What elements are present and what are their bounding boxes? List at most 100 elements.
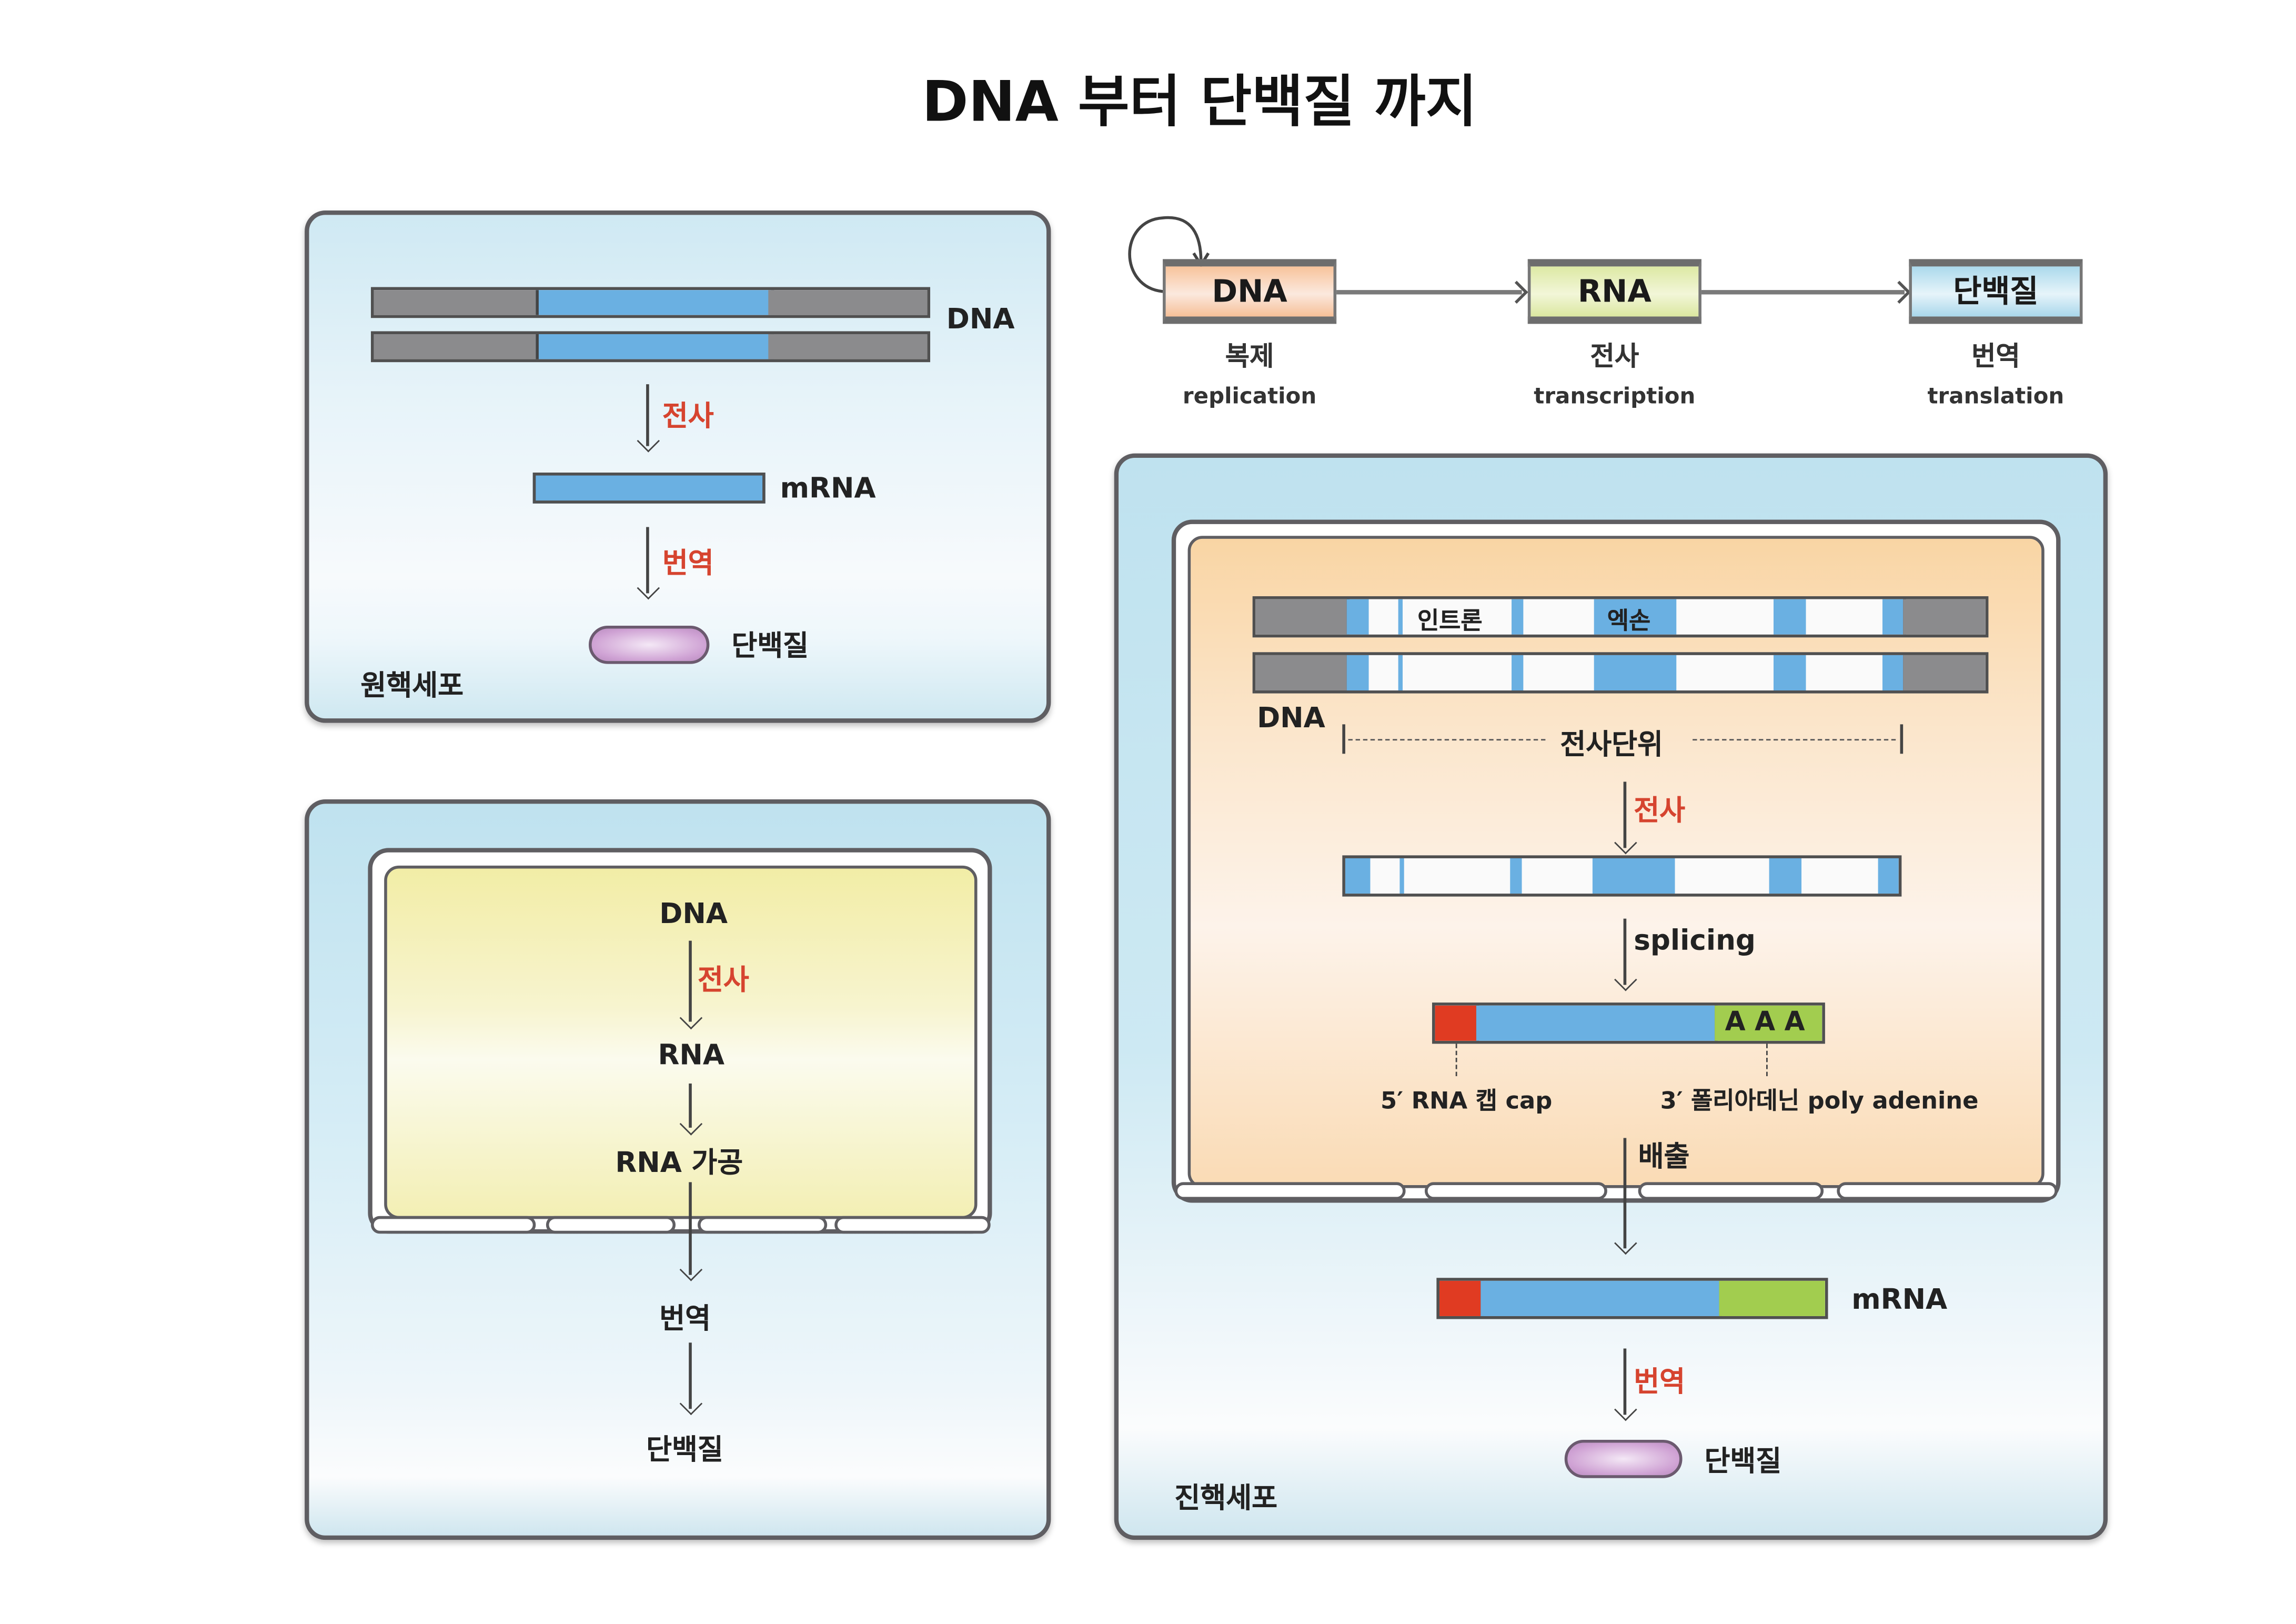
- mrna-strand: [532, 472, 766, 504]
- flow-node-dna: DNA: [1163, 259, 1337, 324]
- nuclear-pore-segment: [1837, 1182, 2058, 1200]
- flow-arrow-dna-rna: [1336, 290, 1522, 295]
- replication-korean: 복제: [1225, 342, 1274, 373]
- polyA-segment: [1715, 1005, 1822, 1041]
- translation-arrow: [646, 527, 649, 594]
- exon-segment: [1346, 655, 1369, 691]
- polyA-letters: A A A: [1725, 1007, 1805, 1038]
- export-arrow: [689, 1182, 691, 1275]
- nuclear-pore-segment: [546, 1216, 676, 1234]
- pre-mrna-strand: [1342, 855, 1902, 897]
- exon-segment: [1398, 599, 1403, 635]
- flank-segment: [1903, 599, 1986, 635]
- transcription-label: 전사: [1634, 795, 1686, 828]
- dna-strand-bottom: [370, 331, 931, 363]
- flow-node-rna: RNA: [1527, 259, 1701, 324]
- flank-segment: [1255, 599, 1350, 635]
- arrowhead-icon: [679, 1258, 703, 1281]
- arrowhead-icon: [1614, 1231, 1637, 1255]
- transcription-arrow: [646, 384, 649, 446]
- export-arrow: [1623, 1138, 1626, 1249]
- transcription-unit-line: [1348, 739, 1546, 741]
- dna-strand-top: [370, 287, 931, 318]
- intron-segment: [1403, 655, 1512, 691]
- translation-english: translation: [1927, 383, 2065, 409]
- exon-segment: [1398, 655, 1403, 691]
- processed-mrna-strand: [1432, 1003, 1825, 1044]
- gene-segment: [536, 334, 774, 359]
- coding-segment: [1476, 1005, 1718, 1041]
- protein-label: 단백질: [1704, 1446, 1782, 1478]
- step-rna-processing: RNA 가공: [615, 1147, 743, 1179]
- intron-segment: [1523, 655, 1594, 691]
- intron-label: 인트론: [1417, 606, 1483, 635]
- mrna-strand: [1436, 1278, 1828, 1319]
- exon-segment: [1878, 858, 1899, 894]
- cap-segment: [1435, 1005, 1479, 1041]
- intron-segment: [1676, 599, 1774, 635]
- flank-segment: [1903, 655, 1986, 691]
- transcription-label: 전사: [662, 400, 714, 433]
- protein-shape: [589, 625, 710, 664]
- transcription-korean: 전사: [1590, 342, 1639, 373]
- intron-segment: [1675, 858, 1769, 894]
- transcription-unit-start-tick: [1342, 724, 1345, 754]
- dna-label: DNA: [946, 303, 1015, 336]
- nuclear-pore-segment: [1638, 1182, 1824, 1200]
- arrowhead-icon: [1888, 280, 1911, 304]
- intron-segment: [1523, 599, 1594, 635]
- transcription-label: 전사: [698, 964, 749, 997]
- step-protein: 단백질: [646, 1433, 723, 1467]
- eukaryote-cell-panel: 인트론 엑손 DNA 전사단위 전사: [1114, 453, 2108, 1540]
- prokaryote-cell-label: 원핵세포: [360, 669, 464, 703]
- eukaryote-simple-panel: DNA 전사 RNA RNA 가공 번역 단백질: [305, 799, 1051, 1540]
- mrna-label: mRNA: [1851, 1284, 1948, 1316]
- transcription-english: transcription: [1534, 383, 1696, 409]
- exon-segment: [1592, 858, 1675, 894]
- intron-segment: [1801, 858, 1878, 894]
- exon-label: 엑손: [1607, 606, 1651, 635]
- arrowhead-icon: [679, 1392, 703, 1416]
- nuclear-pore-segment: [370, 1216, 536, 1234]
- flank-segment: [768, 290, 928, 315]
- translation-korean: 번역: [1971, 342, 2020, 373]
- exon-segment: [1346, 599, 1369, 635]
- exon-segment: [1594, 599, 1677, 635]
- step-translation: 번역: [659, 1302, 711, 1336]
- flank-segment: [768, 334, 928, 359]
- splicing-label: splicing: [1634, 924, 1756, 957]
- exon-segment: [1512, 599, 1524, 635]
- nuclear-pore-segment: [834, 1216, 991, 1234]
- arrowhead-icon: [637, 576, 660, 600]
- polyA-segment: [1719, 1280, 1825, 1316]
- eukaryote-cell-label: 진핵세포: [1174, 1482, 1278, 1515]
- intron-segment: [1404, 858, 1510, 894]
- dna-strand-top: [1252, 596, 1989, 638]
- step-rna: RNA: [658, 1039, 725, 1072]
- coding-segment: [1481, 1280, 1723, 1316]
- exon-segment: [1399, 858, 1404, 894]
- exon-segment: [1512, 655, 1524, 691]
- translation-arrow: [689, 1342, 691, 1409]
- protein-shape: [1564, 1439, 1683, 1478]
- exon-segment: [1594, 655, 1677, 691]
- dna-strand-bottom: [1252, 652, 1989, 694]
- intron-segment: [1806, 655, 1883, 691]
- nuclear-pore-segment: [698, 1216, 828, 1234]
- intron-segment: [1806, 599, 1883, 635]
- nuclear-pore-segment: [1174, 1182, 1406, 1200]
- cap-pointer-line: [1455, 1044, 1457, 1076]
- exon-segment: [1773, 599, 1806, 635]
- intron-segment: [1368, 599, 1398, 635]
- page-title: DNA 부터 단백질 까지: [922, 69, 1477, 134]
- exon-segment: [1773, 655, 1806, 691]
- protein-label: 단백질: [731, 630, 809, 663]
- step-dna: DNA: [659, 898, 728, 931]
- translation-label: 번역: [662, 547, 714, 580]
- prokaryote-cell-panel: DNA 전사 mRNA 번역 단백질 원핵세포: [305, 210, 1051, 723]
- cap-segment: [1439, 1280, 1484, 1316]
- intron-segment: [1403, 599, 1512, 635]
- mrna-label: mRNA: [780, 472, 876, 505]
- arrowhead-icon: [1505, 280, 1528, 304]
